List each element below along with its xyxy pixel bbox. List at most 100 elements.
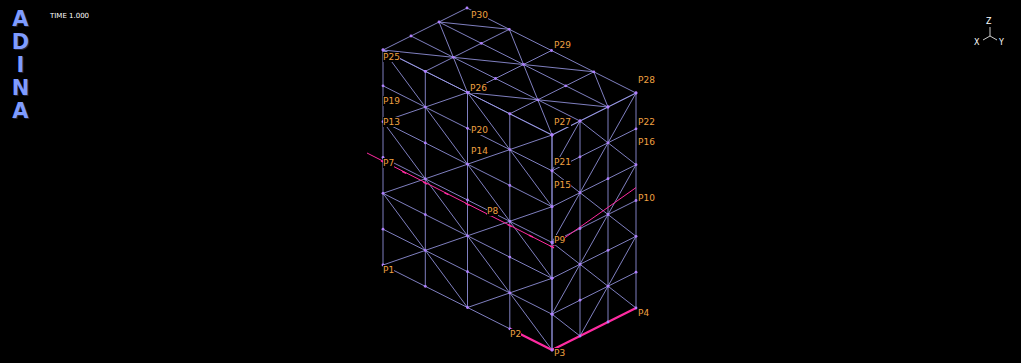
- mesh-edge: [510, 150, 552, 207]
- mesh-edge: [552, 121, 580, 171]
- mesh-edge: [383, 193, 425, 250]
- mesh-edge: [594, 72, 636, 93]
- mesh-node: [551, 134, 554, 137]
- mesh-node: [466, 91, 469, 94]
- mesh-node: [424, 70, 427, 73]
- mesh-edge: [425, 143, 426, 179]
- mesh-edge: [510, 114, 552, 135]
- mesh-edge: [383, 122, 384, 158]
- mesh-edge: [509, 114, 510, 150]
- point-label: P3: [554, 348, 565, 358]
- mesh-edge: [608, 143, 636, 165]
- mesh-edge: [552, 278, 553, 314]
- mesh-edge: [467, 200, 468, 236]
- mesh-edge: [552, 314, 553, 350]
- mesh-edge: [580, 193, 581, 229]
- mesh-edge: [425, 250, 467, 307]
- mesh-edge: [383, 265, 425, 286]
- mesh-edge: [636, 272, 637, 308]
- mesh-edge: [608, 236, 636, 286]
- mesh-edge: [566, 86, 608, 107]
- mesh-edge: [636, 201, 637, 237]
- mesh-edge: [524, 65, 566, 86]
- mesh-edge: [524, 51, 552, 65]
- mesh-node: [579, 227, 582, 230]
- point-label: P15: [554, 180, 571, 190]
- mesh-node: [551, 169, 554, 172]
- mesh-edge: [425, 286, 467, 307]
- load-marker: [529, 235, 533, 237]
- mesh-edge: [425, 71, 426, 107]
- mesh-node: [508, 112, 511, 115]
- mesh-edge: [425, 57, 453, 71]
- point-label: P28: [638, 75, 655, 85]
- mesh-node: [635, 92, 638, 95]
- mesh-edge: [510, 135, 552, 150]
- mesh-edge: [383, 193, 425, 214]
- mesh-edge: [552, 207, 553, 243]
- mesh-edge: [580, 229, 581, 265]
- mesh-node: [424, 249, 427, 252]
- point-label: P4: [638, 308, 649, 318]
- mesh-edge: [510, 114, 552, 135]
- mesh-node: [452, 56, 455, 59]
- mesh-edge: [552, 135, 553, 171]
- point-label: P13: [383, 117, 400, 127]
- mesh-edge: [467, 164, 468, 200]
- mesh-edge: [481, 43, 523, 64]
- mesh-edge: [509, 221, 510, 257]
- mesh-node: [438, 21, 441, 24]
- mesh-edge: [383, 50, 425, 71]
- mesh-edge: [383, 50, 425, 71]
- mesh-edge: [383, 50, 425, 107]
- mesh-edge: [467, 93, 468, 129]
- mesh-node: [480, 42, 483, 45]
- mesh-edge: [580, 215, 608, 265]
- mesh-node: [564, 84, 567, 87]
- mesh-edge: [468, 93, 510, 114]
- mesh-node: [607, 321, 610, 324]
- mesh-edge: [411, 36, 453, 57]
- mesh-node: [508, 292, 511, 295]
- mesh-node: [508, 220, 511, 223]
- point-label: P26: [470, 83, 487, 93]
- mesh-node: [607, 106, 610, 109]
- mesh-edge: [510, 329, 552, 350]
- mesh-edge: [425, 215, 467, 236]
- mesh-edge: [636, 93, 637, 129]
- mesh-edge: [510, 293, 552, 314]
- mesh-node: [382, 228, 385, 231]
- mesh-node: [466, 270, 469, 273]
- mesh-edge: [453, 43, 481, 57]
- mesh-edge: [552, 51, 594, 72]
- mesh-node: [635, 271, 638, 274]
- point-label: P25: [383, 52, 400, 62]
- mesh-edge: [608, 107, 609, 143]
- mesh-edge: [467, 8, 509, 29]
- point-label: P9: [554, 235, 565, 245]
- mesh-node: [382, 192, 385, 195]
- point-label: P22: [638, 117, 655, 127]
- mesh-edge: [468, 93, 510, 114]
- mesh-node: [508, 148, 511, 151]
- mesh-edge: [608, 286, 636, 308]
- load-marker: [466, 203, 470, 205]
- mesh-edge: [425, 236, 467, 251]
- mesh-edge: [468, 236, 510, 257]
- mesh-edge: [608, 93, 636, 107]
- mesh-edge: [383, 229, 425, 250]
- mesh-node: [579, 299, 582, 302]
- axis-label: Z: [986, 17, 991, 26]
- axis-label: Y: [999, 38, 1004, 47]
- mesh-node: [410, 35, 413, 38]
- mesh-node: [522, 63, 525, 66]
- point-label: P2: [510, 329, 521, 339]
- axis-label: X: [974, 38, 979, 47]
- mesh-edge: [552, 243, 553, 279]
- mesh-node: [635, 307, 638, 310]
- mesh-edge: [425, 107, 467, 128]
- mesh-edge: [425, 71, 467, 92]
- mesh-node: [551, 313, 554, 316]
- mesh-edge: [509, 293, 510, 329]
